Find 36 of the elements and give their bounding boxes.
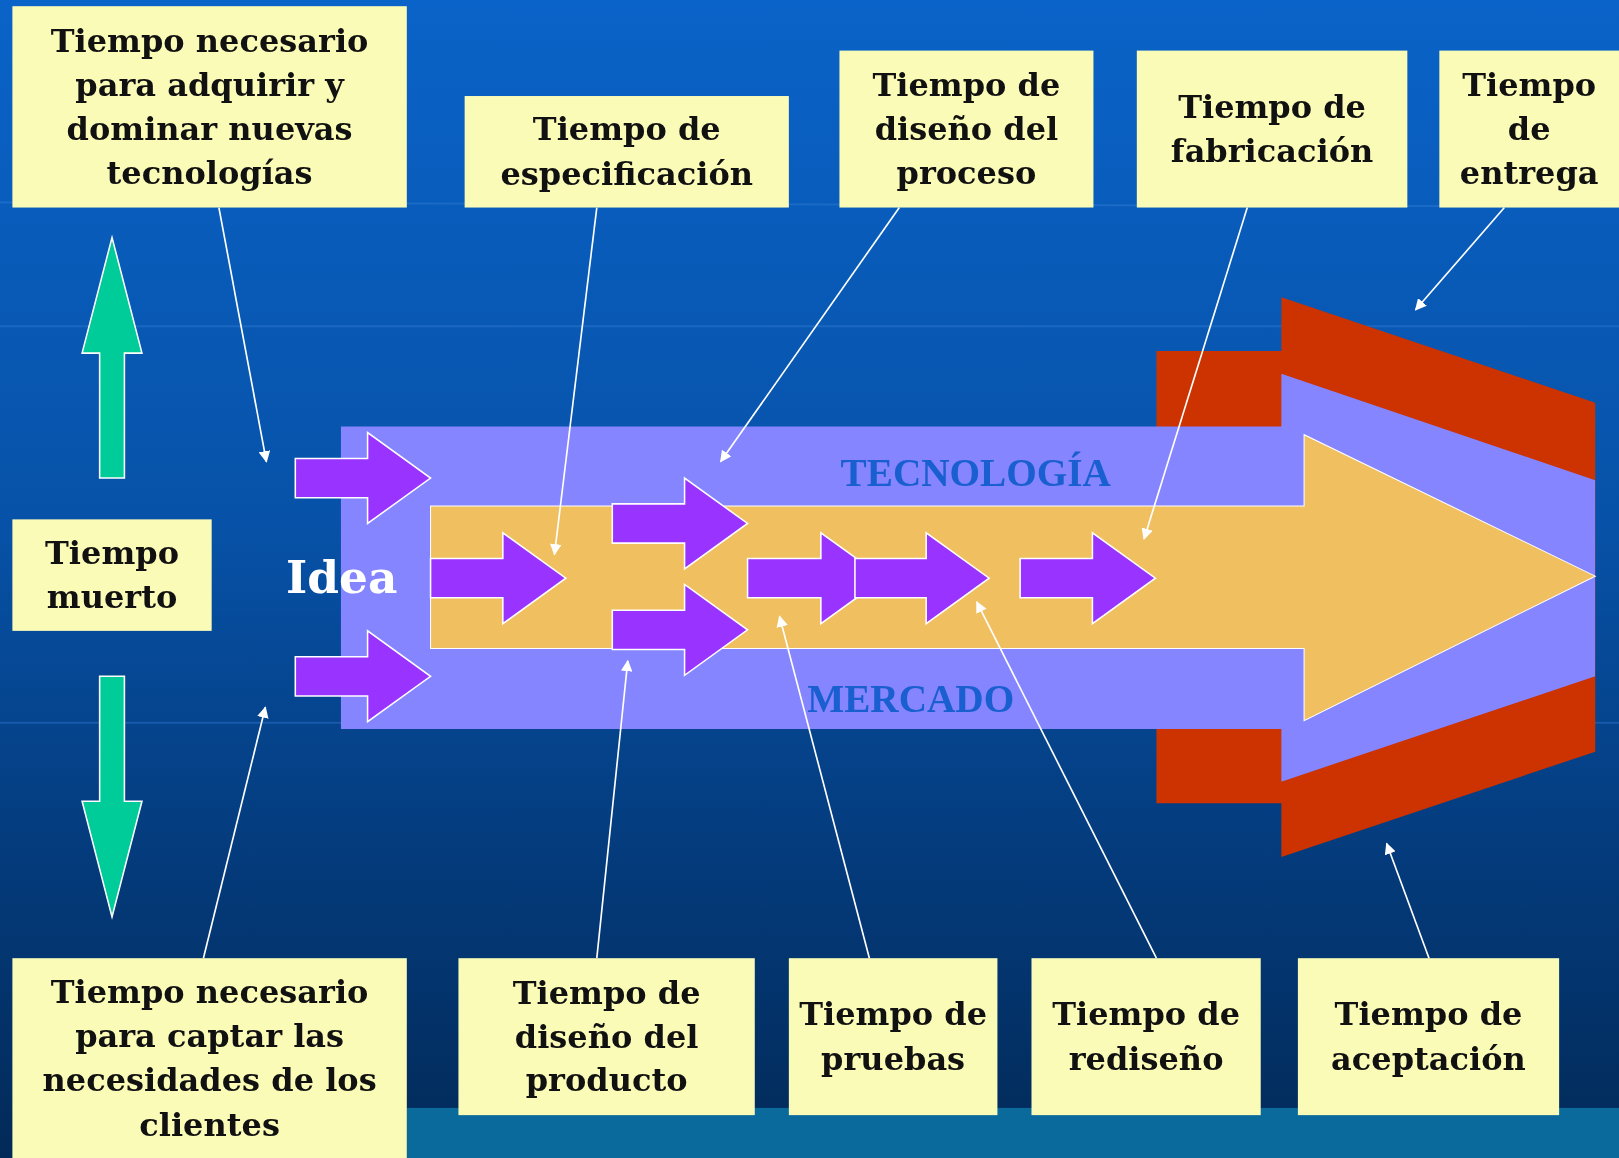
block-arrow (81, 234, 143, 479)
box-text: Tiempo de diseño del proceso (871, 64, 1062, 194)
box-text: Tiempo de aceptación (1330, 994, 1527, 1079)
label-box (12, 519, 212, 631)
leader-line (1384, 842, 1430, 959)
leader-line (550, 206, 598, 556)
box-text: Tiempo de especificación (499, 109, 754, 195)
label-box (839, 50, 1094, 208)
band-label: MERCADO (807, 676, 1015, 722)
label-box (1439, 50, 1619, 208)
leader-line (776, 615, 871, 959)
leader-line (1141, 206, 1249, 541)
leader-line (975, 600, 1158, 959)
label-box (1031, 958, 1261, 1116)
box-text: Tiempo de fabricación (1169, 87, 1375, 172)
box-text: Tiempo muerto (44, 533, 180, 618)
box-text: Tiempo de diseño del producto (511, 972, 702, 1101)
leader-line (218, 206, 271, 463)
leader-line (595, 659, 633, 959)
block-arrow (81, 675, 143, 920)
leader-line (1414, 206, 1506, 311)
label-box (1297, 958, 1560, 1116)
label-box (464, 96, 789, 208)
box-text: Tiempo necesario para adquirir y dominar nuevas tecnologías (49, 20, 370, 194)
leader-line (719, 206, 901, 463)
label-box (12, 6, 407, 208)
label-box (458, 958, 755, 1116)
box-text: Tiempo de entrega (1458, 64, 1600, 194)
leader-line (202, 706, 269, 959)
label-box (788, 958, 998, 1116)
label-box (1136, 50, 1408, 208)
box-text: Tiempo de rediseño (1051, 994, 1241, 1079)
box-text: Tiempo necesario para captar las necesidades de los clientes (41, 972, 378, 1145)
band-label: TECNOLOGÍA (840, 450, 1111, 496)
box-text: Tiempo de pruebas (798, 994, 989, 1079)
label-box (12, 958, 407, 1158)
